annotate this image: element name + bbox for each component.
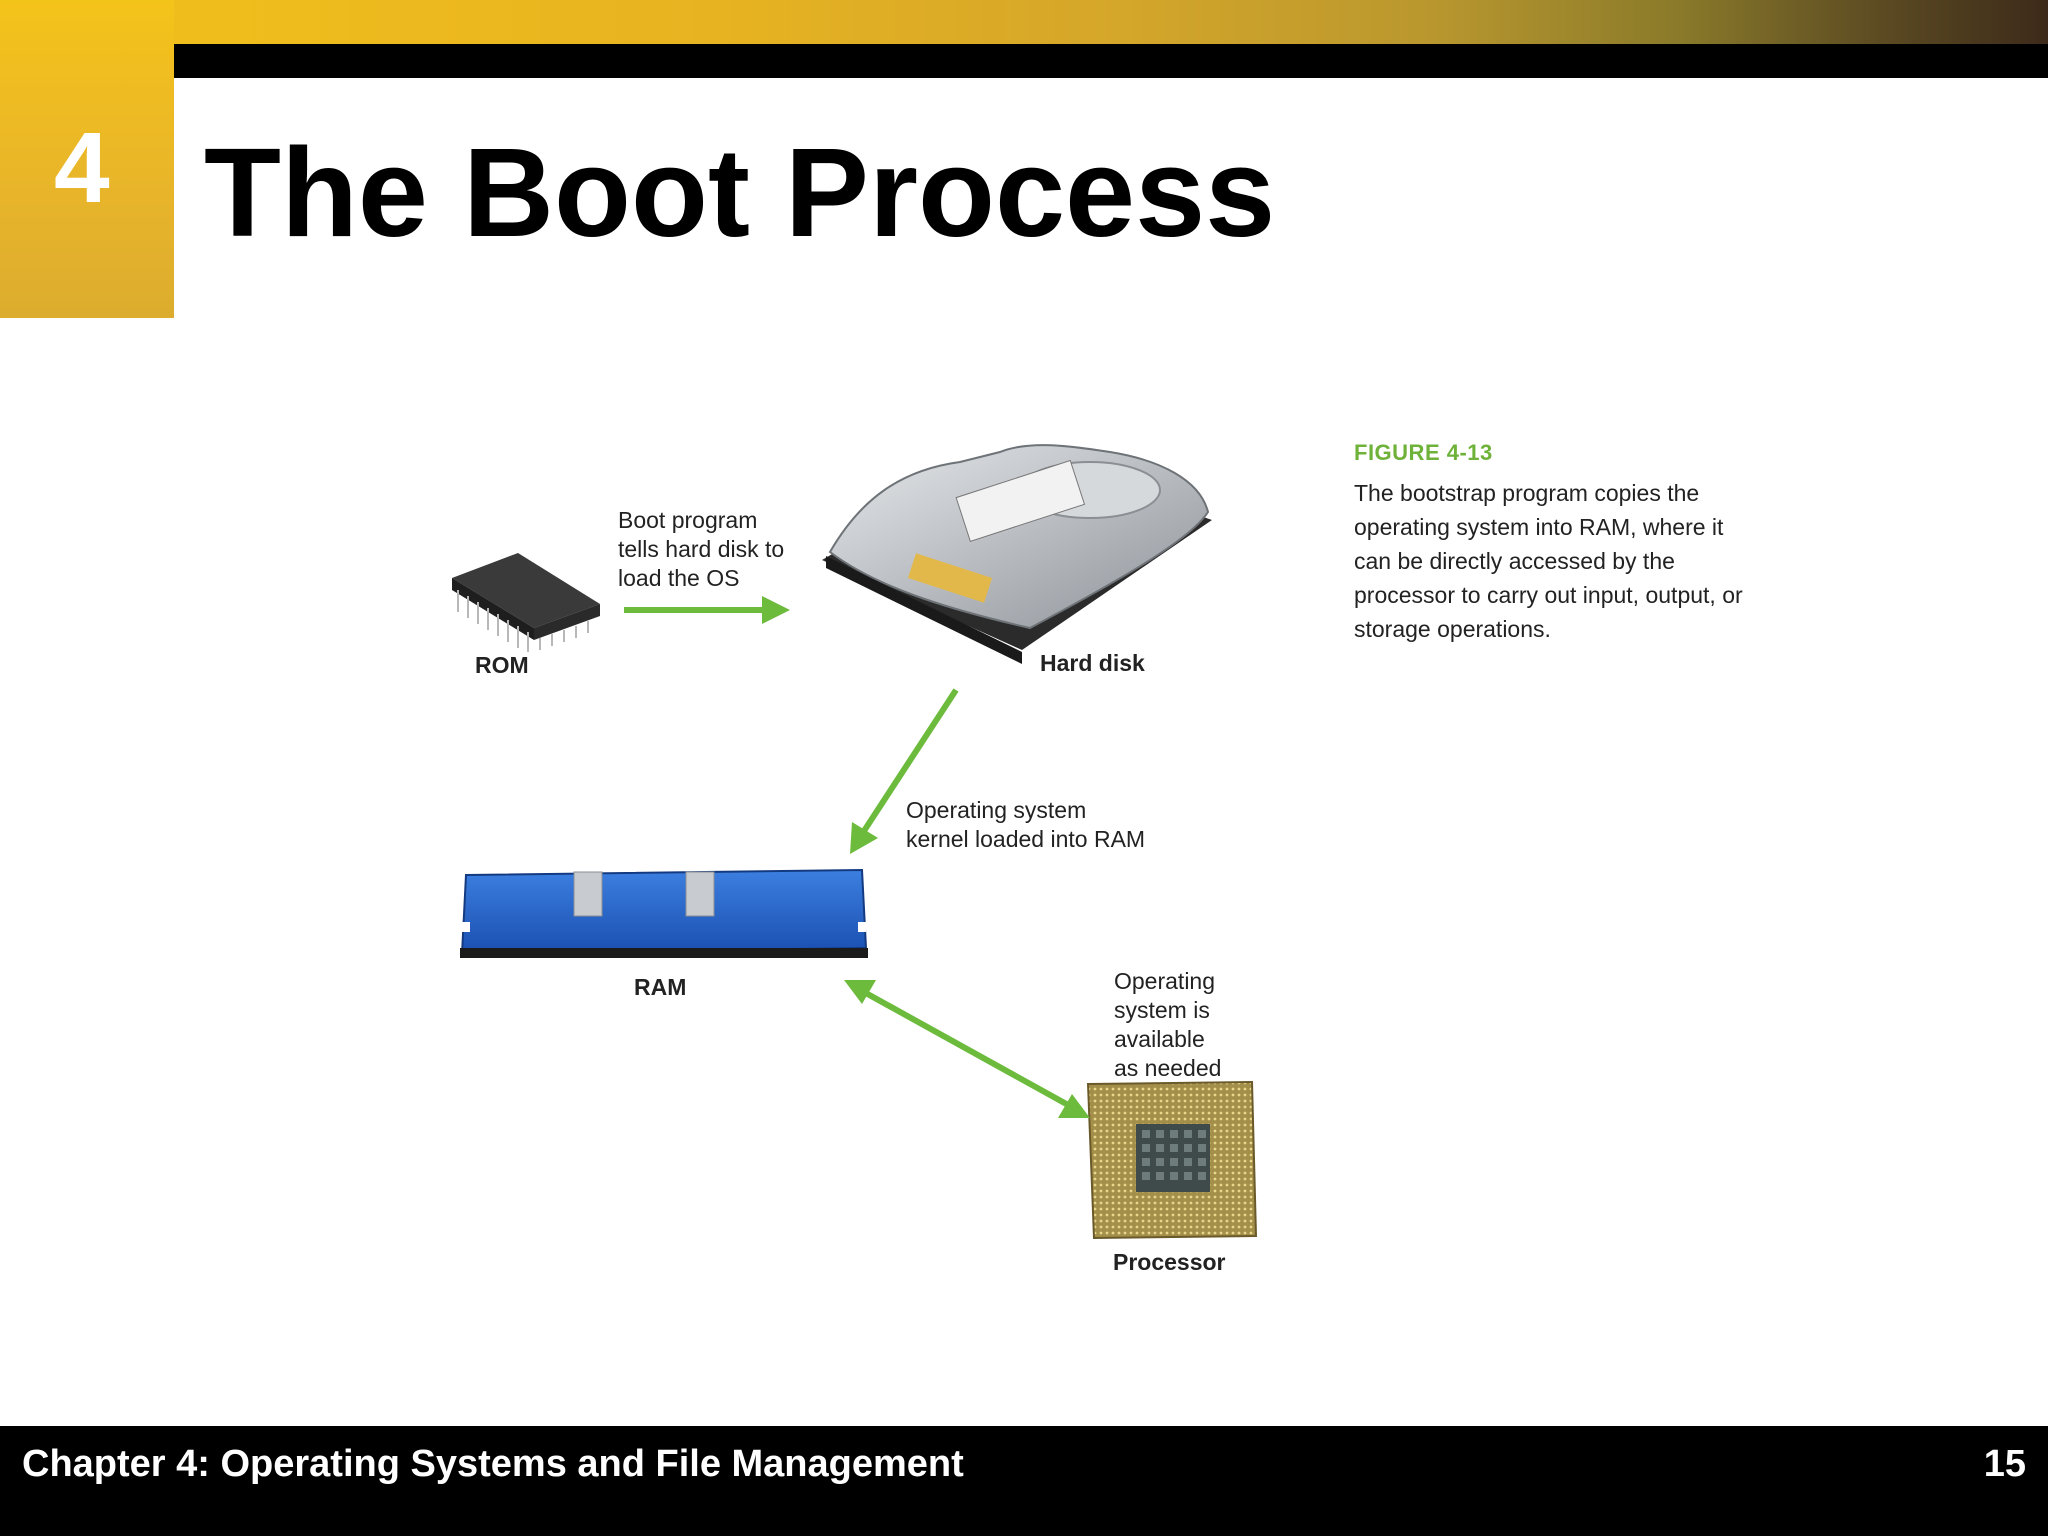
ram-label: RAM	[634, 974, 687, 1000]
figure-caption: The bootstrap program copies the operati…	[1354, 480, 1743, 642]
annotation-line: as needed	[1114, 1055, 1222, 1081]
arrow-ram-processor	[844, 980, 1090, 1118]
arrow-rom-to-disk	[624, 596, 790, 624]
annotation-line: kernel loaded into RAM	[906, 826, 1146, 852]
annotation-disk-to-ram: Operating system kernel loaded into RAM	[906, 796, 1145, 854]
processor-label: Processor	[1113, 1249, 1226, 1275]
arrow-disk-to-ram	[850, 688, 959, 854]
annotation-line: system is	[1114, 997, 1210, 1023]
ram-module-image	[460, 868, 868, 958]
slide-title: The Boot Process	[204, 122, 1276, 263]
annotation-line: Operating	[1114, 968, 1216, 994]
hard-disk-label: Hard disk	[1040, 650, 1145, 676]
page-number: 15	[1983, 1443, 2026, 1485]
annotation-line: load the OS	[618, 565, 740, 591]
rom-label: ROM	[475, 652, 529, 678]
chapter-number: 4	[54, 112, 110, 224]
header-stripe	[174, 44, 2048, 78]
annotation-line: Operating system	[906, 797, 1087, 823]
footer-chapter-title: Chapter 4: Operating Systems and File Ma…	[22, 1443, 964, 1485]
hard-disk-image	[822, 444, 1212, 664]
processor-image	[1086, 1080, 1258, 1240]
figure-label: FIGURE 4-13	[1354, 440, 1493, 465]
chapter-badge: 4	[0, 0, 174, 318]
annotation-line: available	[1114, 1026, 1205, 1052]
annotation-ram-processor: Operating system is available as needed	[1114, 967, 1221, 1083]
footer-bar	[0, 1426, 2048, 1536]
decorative-top-band	[0, 0, 2048, 44]
annotation-rom-to-disk: Boot program tells hard disk to load the…	[618, 506, 784, 593]
rom-chip-image	[452, 553, 600, 652]
annotation-line: tells hard disk to	[618, 536, 785, 562]
annotation-line: Boot program	[618, 507, 758, 533]
